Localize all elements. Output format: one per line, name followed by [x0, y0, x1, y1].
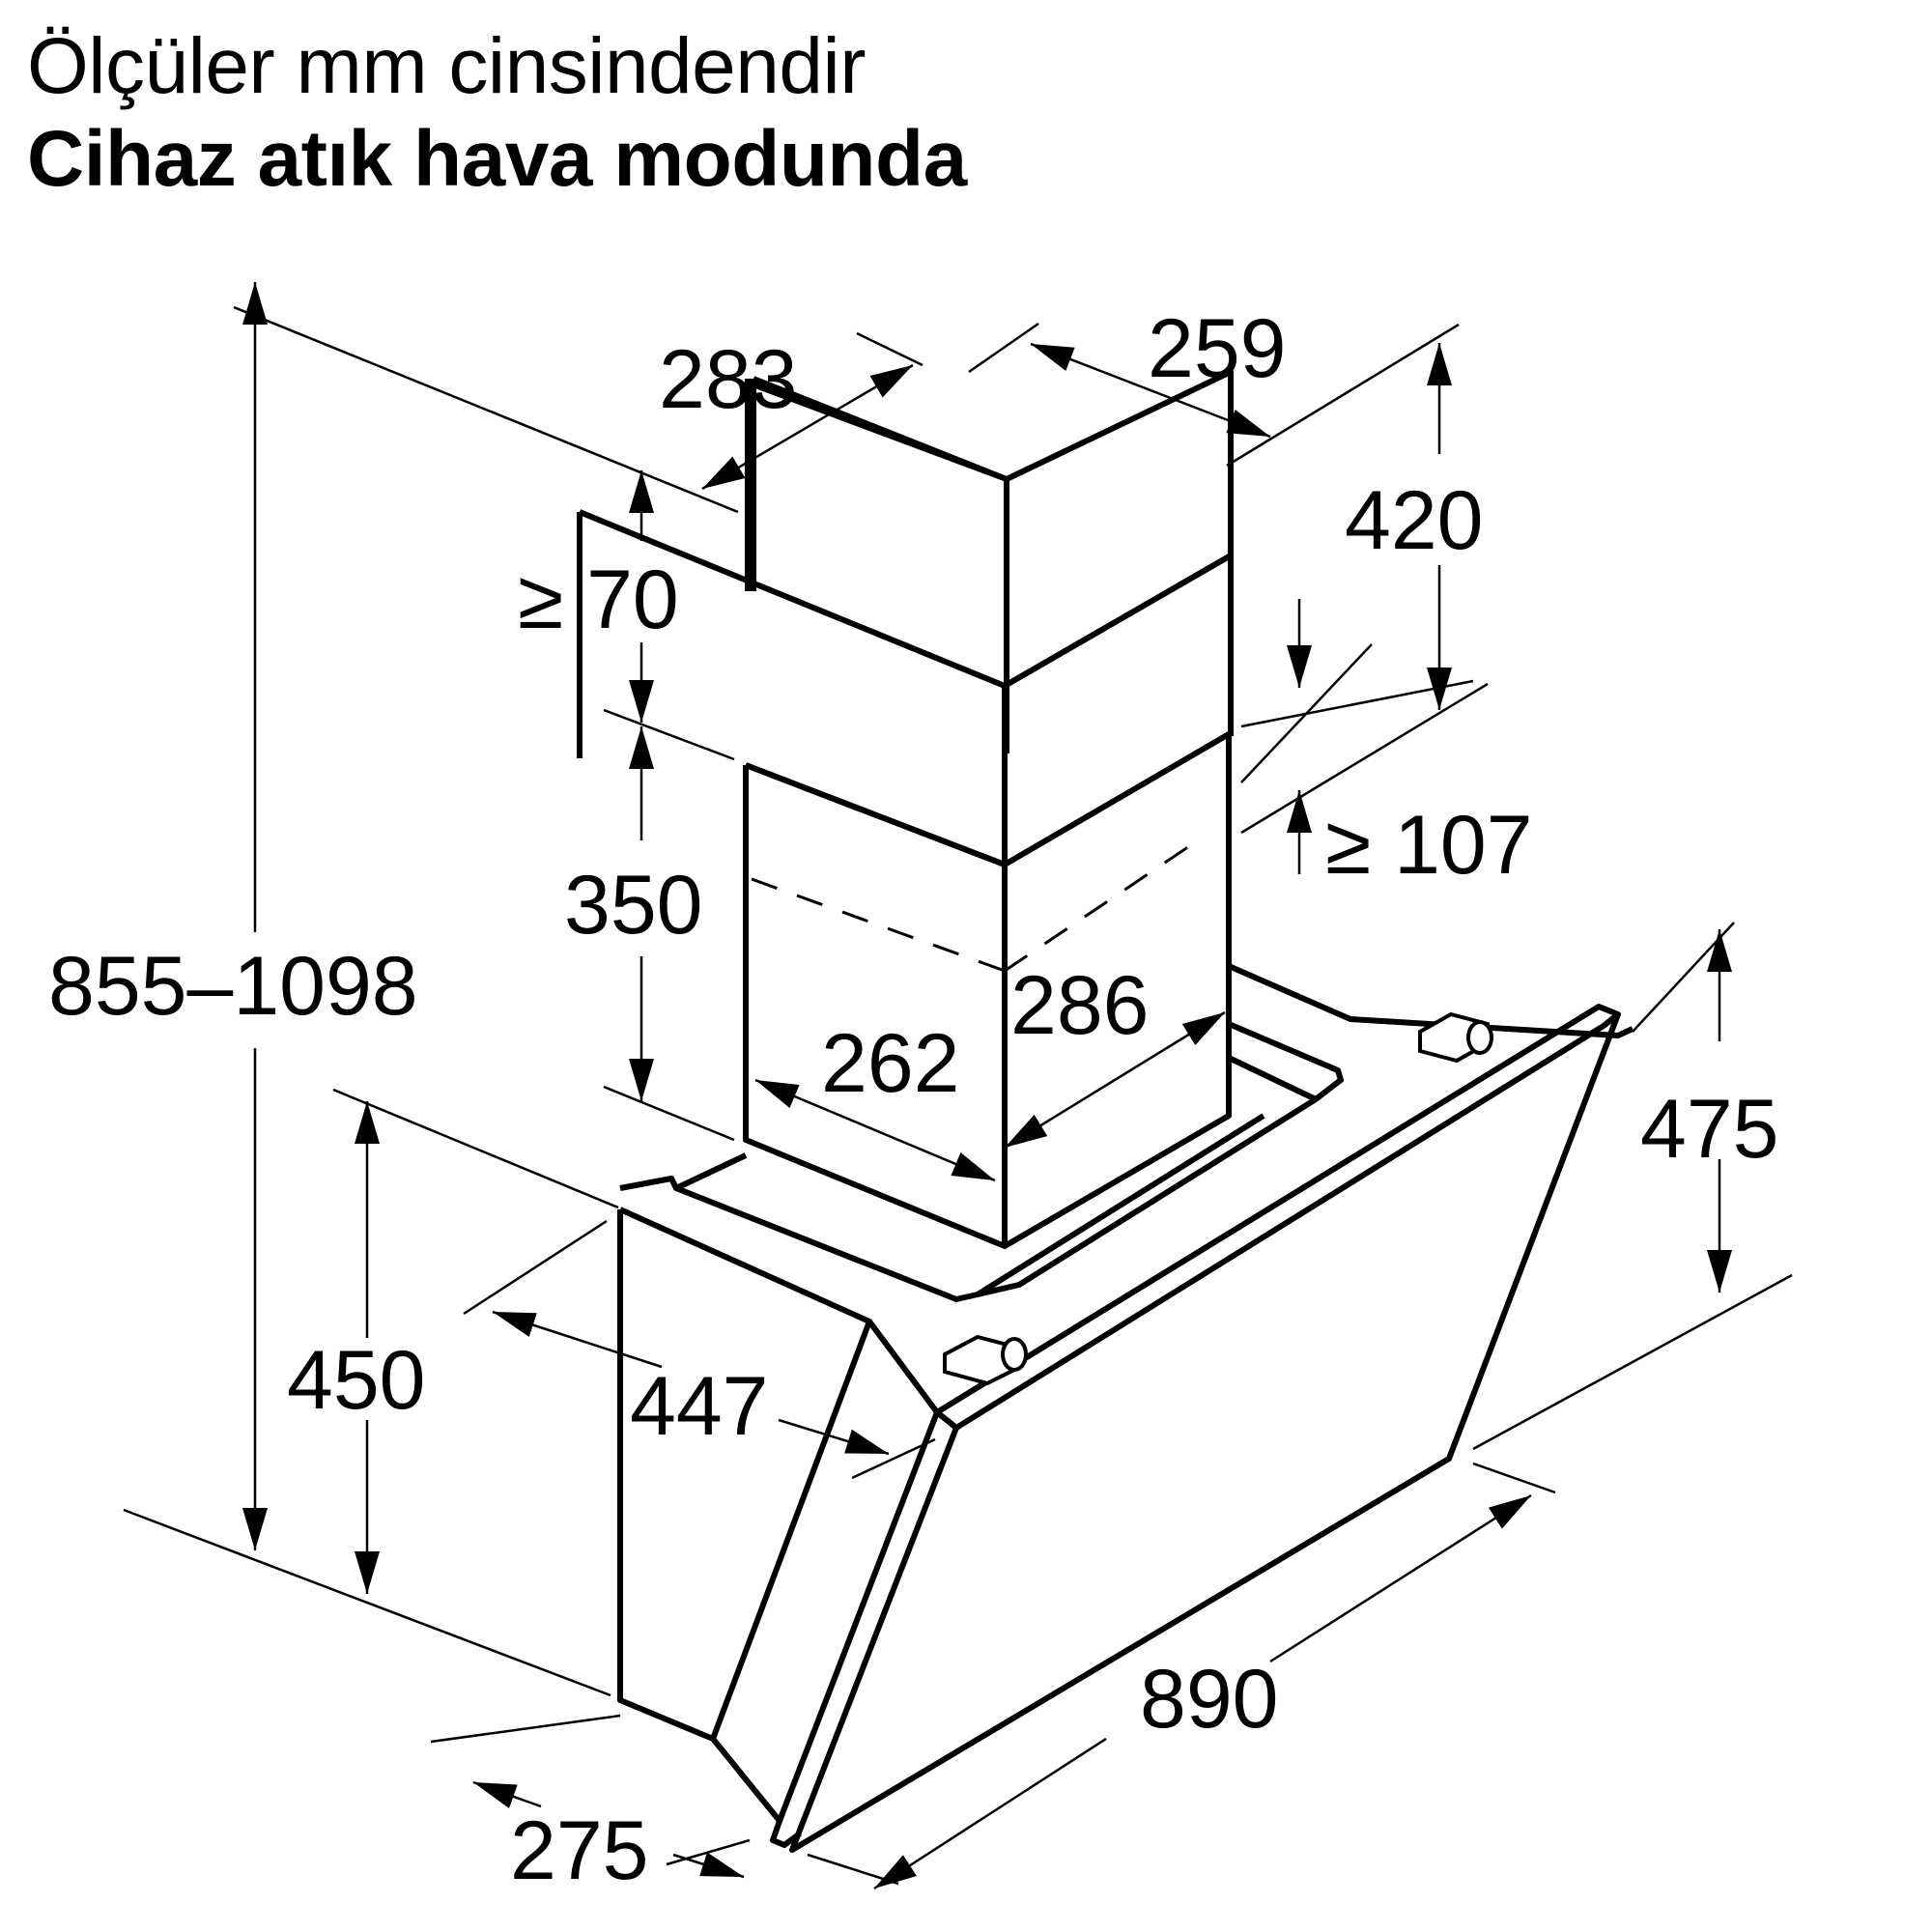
- dimension-lines: [242, 282, 1732, 1890]
- dim-side-height: 475: [1640, 1083, 1779, 1176]
- dim-total-height: 855–1098: [48, 940, 418, 1033]
- dim-ceiling-gap: ≥ 70: [518, 554, 679, 646]
- dim-hood-bottom-depth: 275: [510, 1804, 649, 1897]
- units-note: Ölçüler mm cinsindendir: [27, 22, 867, 110]
- dim-chimney-depth: 283: [659, 333, 798, 426]
- mode-title: Cihaz atık hava modunda: [27, 115, 967, 203]
- hinge-right: [1418, 1011, 1493, 1064]
- dim-upper-chimney-height: 420: [1345, 474, 1484, 567]
- dashed-overlap-lines: [751, 838, 1199, 973]
- hinge-left: [943, 1334, 1028, 1386]
- dim-hood-width: 890: [1140, 1653, 1279, 1746]
- hood-body: [617, 963, 1634, 1853]
- dim-chimney-width-top: 259: [1148, 302, 1287, 395]
- dim-lower-chimney-width: 262: [821, 1017, 960, 1110]
- dim-lower-chimney-depth: 286: [1010, 959, 1150, 1052]
- dim-lower-chimney-height: 350: [564, 859, 703, 952]
- dim-hood-body-height: 450: [287, 1334, 426, 1427]
- dim-hood-depth: 447: [630, 1360, 769, 1453]
- dim-ceiling-clearance: ≥ 107: [1325, 799, 1533, 892]
